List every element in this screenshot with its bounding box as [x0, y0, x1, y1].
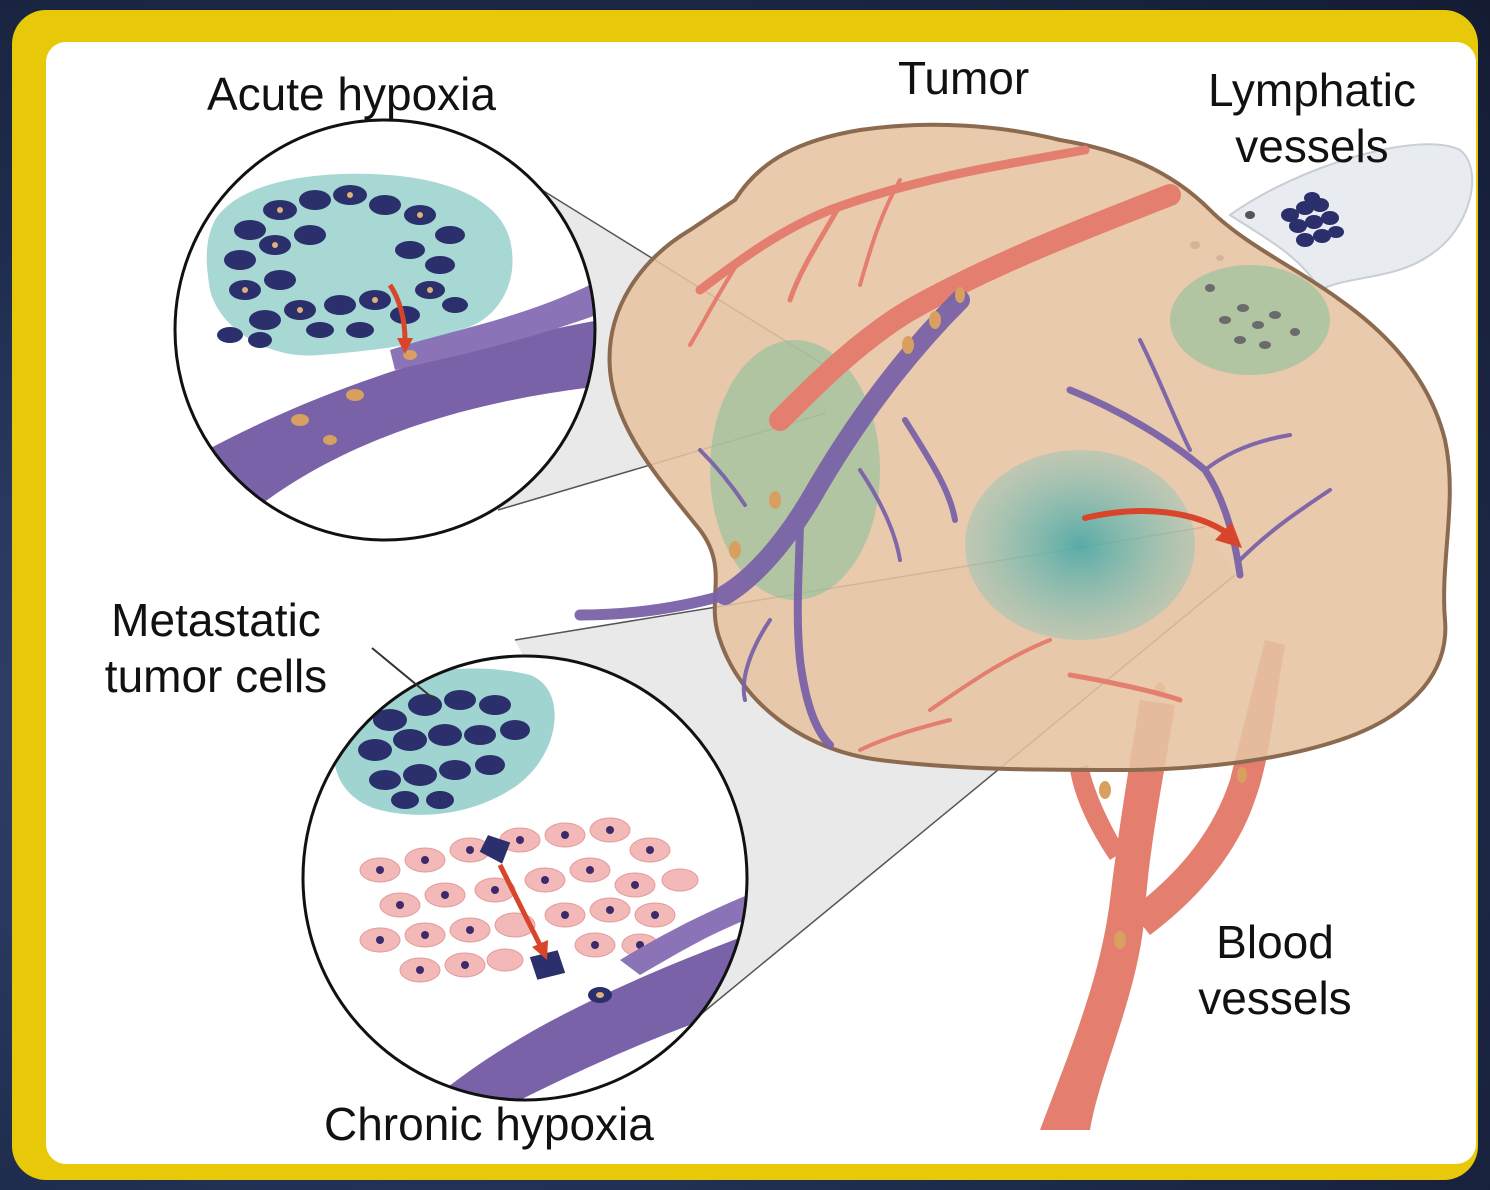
label-acute-hypoxia: Acute hypoxia	[207, 66, 496, 122]
hypoxic-zone-center	[965, 450, 1195, 640]
label-blood-line1: Blood	[1170, 914, 1380, 970]
label-tumor: Tumor	[898, 50, 1029, 106]
label-blood-line2: vessels	[1170, 970, 1380, 1026]
hypoxic-zone-lymph	[1170, 265, 1330, 375]
label-lymphatic-vessels: Lymphatic vessels	[1178, 62, 1446, 174]
label-lymphatic-line2: vessels	[1178, 118, 1446, 174]
label-blood-vessels: Blood vessels	[1170, 914, 1380, 1026]
label-metastatic-tumor-cells: Metastatic tumor cells	[76, 592, 356, 704]
label-metastatic-line1: Metastatic	[76, 592, 356, 648]
label-chronic-hypoxia: Chronic hypoxia	[324, 1096, 654, 1152]
blood-vessel-branch-left	[1070, 765, 1125, 860]
label-lymphatic-line1: Lymphatic	[1178, 62, 1446, 118]
label-metastatic-line2: tumor cells	[76, 648, 356, 704]
